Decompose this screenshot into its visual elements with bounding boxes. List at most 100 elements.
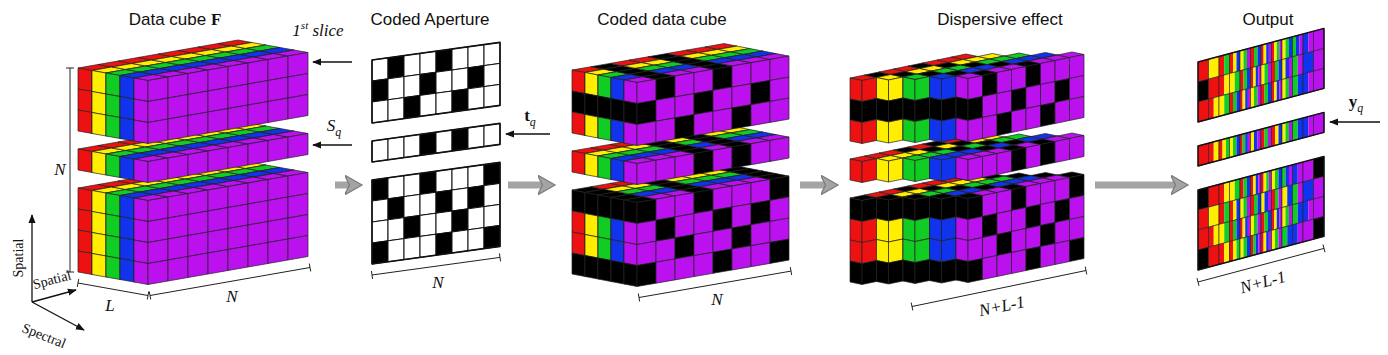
- detector-grid: [1230, 91, 1241, 114]
- voxel-side: [228, 246, 248, 271]
- detector-stripe: [1282, 79, 1286, 100]
- voxel-front: [850, 219, 862, 243]
- voxel-side: [751, 59, 770, 83]
- voxel-front: [611, 261, 624, 285]
- detector-grid: [1230, 71, 1241, 94]
- detector-grid: [1261, 170, 1272, 193]
- detector-stripe: [1308, 199, 1313, 220]
- detector-grid: [1209, 184, 1220, 207]
- voxel-side: [997, 112, 1012, 136]
- detector-stripe: [1219, 75, 1224, 96]
- voxel-side: [248, 60, 268, 85]
- mask-cell: [420, 72, 436, 95]
- mask-cell: [372, 58, 388, 81]
- mask-cell: [484, 225, 500, 248]
- voxel-front: [930, 239, 942, 263]
- detector-grid: [1261, 190, 1272, 213]
- voxel-front: [120, 259, 134, 283]
- mask-cell: [372, 199, 388, 222]
- voxel-front: [572, 211, 585, 235]
- dimension-label: N: [226, 288, 237, 307]
- detector-grid: [1219, 138, 1230, 161]
- detector-stripe: [1289, 121, 1293, 142]
- detector-stripe: [1258, 193, 1262, 214]
- mask-cell: [436, 190, 452, 213]
- voxel-front: [92, 233, 106, 257]
- detector-stripe: [1261, 173, 1264, 194]
- detector-grid: [1303, 115, 1314, 138]
- voxel-side: [915, 77, 930, 101]
- voxel-side: [168, 116, 188, 141]
- voxel-side: [675, 115, 694, 139]
- voxel-side: [889, 260, 904, 284]
- voxel-front: [930, 197, 942, 221]
- voxel-side: [637, 100, 656, 124]
- voxel-side: [268, 56, 288, 81]
- detector-stripe: [1209, 244, 1220, 267]
- voxel-side: [732, 63, 751, 87]
- detector-stripe: [1198, 99, 1209, 122]
- voxel-side: [148, 197, 168, 222]
- mask-cell: [388, 239, 404, 262]
- detector-stripe: [1258, 85, 1262, 106]
- voxel-side: [732, 144, 751, 168]
- voxel-front: [903, 77, 915, 101]
- voxel-front: [106, 115, 120, 139]
- voxel-front: [106, 256, 120, 280]
- detector-stripe: [1261, 45, 1264, 66]
- voxel-side: [770, 218, 789, 242]
- voxel-front: [624, 80, 637, 104]
- voxel-side: [168, 155, 188, 180]
- voxel-side: [862, 159, 877, 183]
- mask-cell: [404, 53, 420, 76]
- voxel-side: [968, 217, 983, 241]
- voxel-front: [930, 119, 942, 143]
- detector-stripe: [1247, 176, 1251, 197]
- voxel-front: [134, 120, 148, 144]
- detector-grid: [1282, 205, 1293, 228]
- voxel-front: [572, 190, 585, 214]
- voxel-side: [1041, 82, 1056, 106]
- voxel-front: [877, 240, 889, 264]
- voxel-side: [983, 193, 998, 217]
- detector-stripe: [1240, 178, 1244, 199]
- voxel-front: [877, 159, 889, 183]
- detector-stripe: [1279, 124, 1283, 145]
- detector-stripe: [1293, 55, 1298, 76]
- voxel-side: [713, 249, 732, 273]
- detector-grid: [1198, 59, 1209, 82]
- detector-stripe: [1237, 219, 1241, 240]
- voxel-side: [637, 121, 656, 145]
- voxel-side: [1012, 148, 1027, 172]
- mask-cell: [468, 66, 484, 89]
- voxel-side: [915, 239, 930, 263]
- detector-stripe: [1233, 92, 1237, 113]
- detector-stripe: [1244, 49, 1248, 70]
- voxel-front: [92, 92, 106, 116]
- dimension-tick: [790, 267, 791, 275]
- voxel-side: [694, 90, 713, 114]
- voxel-front: [956, 157, 968, 181]
- detector-stripe: [1209, 142, 1214, 163]
- voxel-side: [1055, 139, 1070, 163]
- vector-label: Sq: [327, 117, 341, 138]
- detector-stripe: [1266, 43, 1269, 64]
- detector-grid: [1314, 112, 1325, 135]
- detector-stripe: [1268, 82, 1272, 103]
- mask-cell: [404, 194, 420, 217]
- voxel-front: [92, 71, 106, 95]
- mask-cell: [420, 213, 436, 236]
- detector-grid: [1230, 135, 1241, 158]
- voxel-front: [92, 254, 106, 278]
- text-run: y: [1349, 92, 1358, 111]
- mask-cell: [388, 77, 404, 100]
- mask-cell: [388, 56, 404, 79]
- detector-grid: [1314, 196, 1325, 219]
- detector-stripe: [1282, 186, 1287, 207]
- detector-grid: [1240, 132, 1251, 155]
- voxel-side: [168, 257, 188, 282]
- mask-cell: [484, 123, 500, 146]
- mask-cell: [388, 98, 404, 121]
- voxel-side: [1070, 76, 1085, 100]
- voxel-side: [637, 241, 656, 265]
